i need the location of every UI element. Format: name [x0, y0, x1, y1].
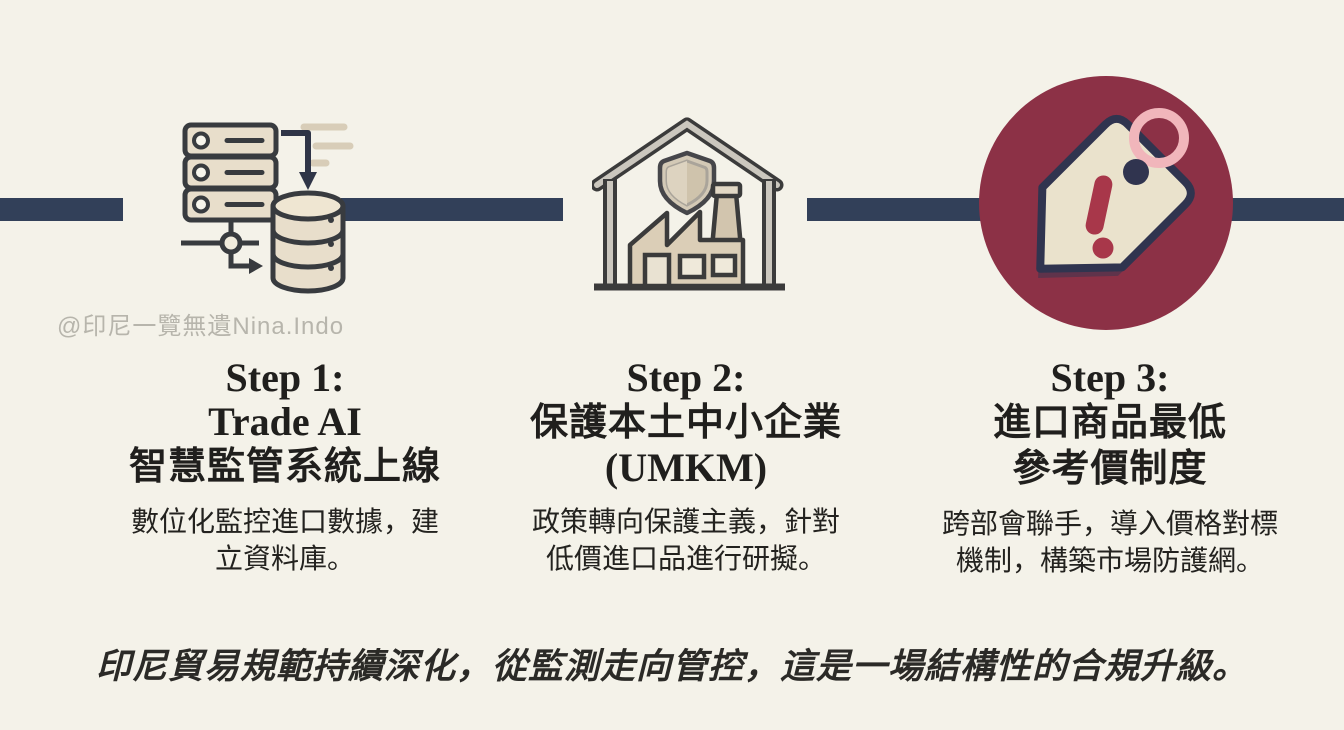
step-2: Step 2: 保護本土中小企業 (UMKM) 政策轉向保護主義，針對 低價進口…	[496, 356, 876, 577]
step-3-label: Step 3:	[1050, 355, 1170, 400]
watermark: @印尼一覽無遺Nina.Indo	[57, 313, 345, 340]
shield-icon	[657, 150, 717, 216]
house-frame	[592, 117, 785, 291]
timeline-bar-segment-2	[341, 198, 563, 221]
step-3: Step 3: 進口商品最低 參考價制度 跨部會聯手，導入價格對標 機制，構築市…	[920, 356, 1300, 579]
step-3-description: 跨部會聯手，導入價格對標 機制，構築市場防護網。	[941, 508, 1278, 576]
database-cylinder	[270, 190, 346, 294]
step-2-title-suffix: (UMKM)	[604, 445, 768, 490]
arrow-down-icon	[281, 130, 317, 190]
factory-icon	[627, 181, 746, 289]
server-database-icon	[181, 122, 354, 294]
factory-window	[710, 253, 738, 278]
exclamation-icon	[1085, 175, 1114, 259]
step-1-label: Step 1:	[225, 355, 345, 400]
step-3-title-cjk-1: 進口商品最低	[992, 402, 1227, 444]
protected-factory-icon	[592, 117, 785, 291]
speed-lines	[300, 123, 354, 167]
step-2-title-cjk: 保護本土中小企業	[529, 402, 842, 444]
timeline-bar-segment-1	[0, 198, 123, 221]
connector-node	[219, 231, 243, 255]
step-3-title-cjk-2: 參考價制度	[1012, 448, 1208, 490]
price-alert-tag-icon	[979, 76, 1233, 330]
step-2-label: Step 2:	[626, 355, 746, 400]
step-1: Step 1: Trade AI 智慧監管系統上線 數位化監控進口數據，建 立資…	[95, 356, 475, 577]
step-1-description: 數位化監控進口數據，建 立資料庫。	[130, 506, 439, 574]
step-2-description: 政策轉向保護主義，針對 低價進口品進行研擬。	[531, 506, 840, 574]
tag-hole	[1123, 159, 1149, 185]
tag-string	[1129, 108, 1189, 168]
step-1-title-en: Trade AI	[208, 399, 362, 444]
factory-window	[677, 253, 707, 280]
factory-door	[642, 252, 672, 289]
server-stack	[182, 122, 279, 223]
step-1-title-cjk: 智慧監管系統上線	[128, 446, 441, 488]
summary-tagline: 印尼貿易規範持續深化，從監測走向管控，這是一場結構性的合規升級。	[95, 647, 1248, 686]
arrow-right-icon	[249, 258, 263, 274]
price-tag	[1036, 114, 1195, 278]
